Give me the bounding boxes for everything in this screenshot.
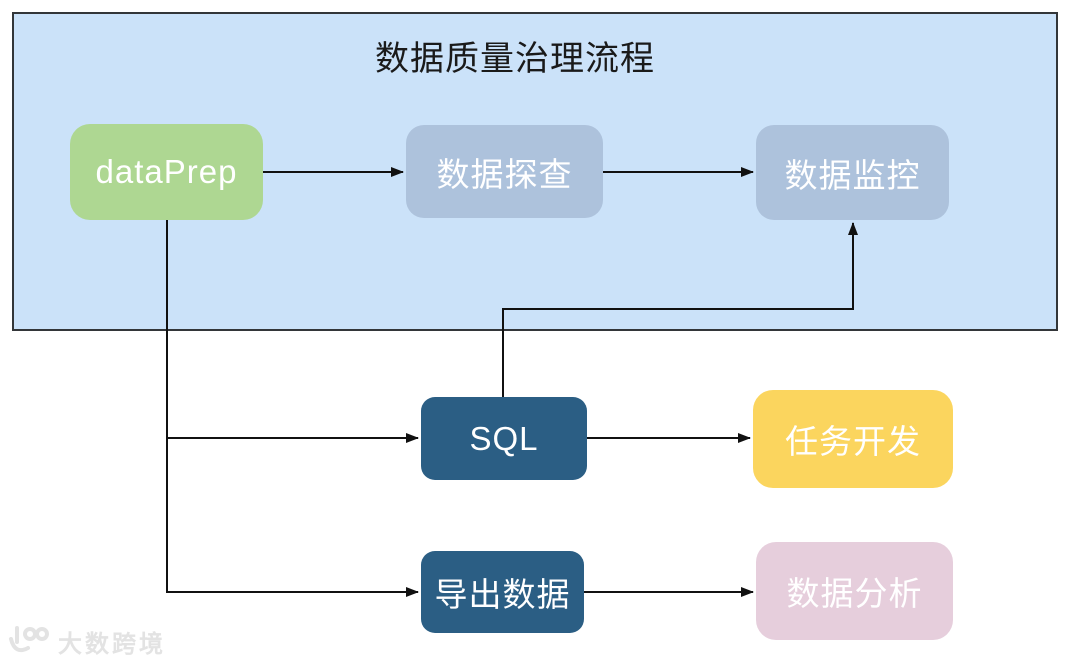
node-dataprep-label: dataPrep — [95, 153, 238, 190]
node-task-dev-label: 任务开发 — [785, 423, 921, 460]
watermark: 大数跨境 — [8, 624, 166, 659]
node-data-monitor-label: 数据监控 — [784, 156, 921, 194]
node-data-analysis-label: 数据分析 — [786, 575, 923, 612]
watermark-text: 大数跨境 — [58, 631, 166, 658]
node-data-monitor: 数据监控 — [756, 125, 949, 220]
node-dataprep: dataPrep — [70, 124, 263, 220]
diagram-title: 数据质量治理流程 — [375, 40, 655, 78]
node-sql-label: SQL — [469, 419, 539, 457]
watermark-logo-icon — [9, 625, 49, 652]
node-data-explore: 数据探查 — [406, 125, 603, 218]
node-data-explore-label: 数据探查 — [436, 155, 573, 193]
node-data-analysis: 数据分析 — [756, 542, 953, 640]
node-export-data-label: 导出数据 — [434, 576, 571, 613]
node-export-data: 导出数据 — [421, 551, 584, 633]
node-sql: SQL — [421, 397, 587, 480]
node-task-dev: 任务开发 — [753, 390, 953, 488]
